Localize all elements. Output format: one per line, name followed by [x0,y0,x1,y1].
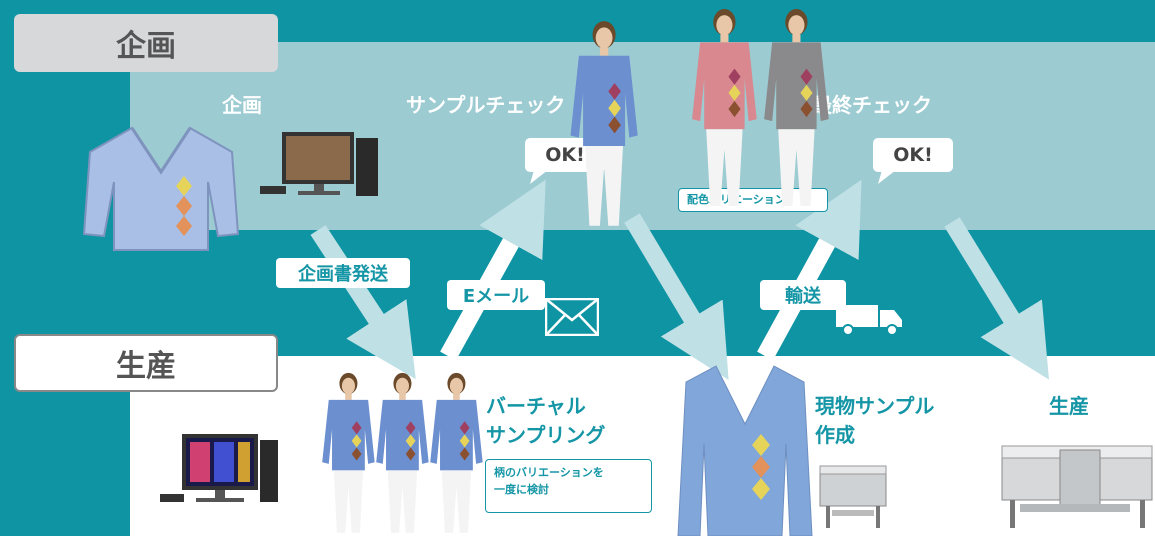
virtual-sampling-computer-illustration [160,434,278,502]
step-virtual-sampling-line1: バーチャル [486,394,586,418]
production-section-label: 生産 [14,334,278,392]
desktop-computer-illustration [260,132,378,196]
tag-email: Eメール [447,280,545,310]
sweater-flat-illustration [82,126,240,251]
envelope-icon [545,298,599,336]
knitting-machine-small-illustration [819,465,887,528]
tag-transport: 輸送 [760,280,846,310]
truck-icon [836,305,902,336]
step-virtual-sampling-line2: サンプリング [486,423,606,447]
figure-color-variation-gray [764,9,829,206]
note-pattern-line2: 一度に検討 [494,483,549,496]
tag-send-plan: 企画書発送 [276,258,410,288]
arrow-final-check-to-production [944,217,1049,380]
figure-virtual-3 [430,372,483,533]
figure-sample-check [570,21,638,226]
knitting-machine-large-illustration [1001,445,1153,528]
figure-virtual-2 [376,372,429,533]
figure-color-variation-pink [692,9,757,206]
physical-sweater-illustration [677,365,813,536]
ok-bubble-final: OK! [873,138,953,172]
arrow-plan-to-virtual [310,225,416,380]
step-physical-sample-line1: 現物サンプル [815,394,935,418]
note-pattern-line1: 柄のバリエーションを [494,466,604,479]
step-plan-label: 企画 [222,93,262,117]
planning-section-label: 企画 [14,14,278,72]
step-final-check-label: 最終チェック [812,93,932,117]
note-pattern-variation: 柄のバリエーションを 一度に検討 [485,459,652,513]
step-sample-check-label: サンプルチェック [406,93,566,117]
figure-virtual-1 [322,372,375,533]
arrow-sample-check-to-physical [624,213,729,380]
step-physical-sample-line2: 作成 [815,423,855,447]
step-production-label: 生産 [1049,394,1089,418]
